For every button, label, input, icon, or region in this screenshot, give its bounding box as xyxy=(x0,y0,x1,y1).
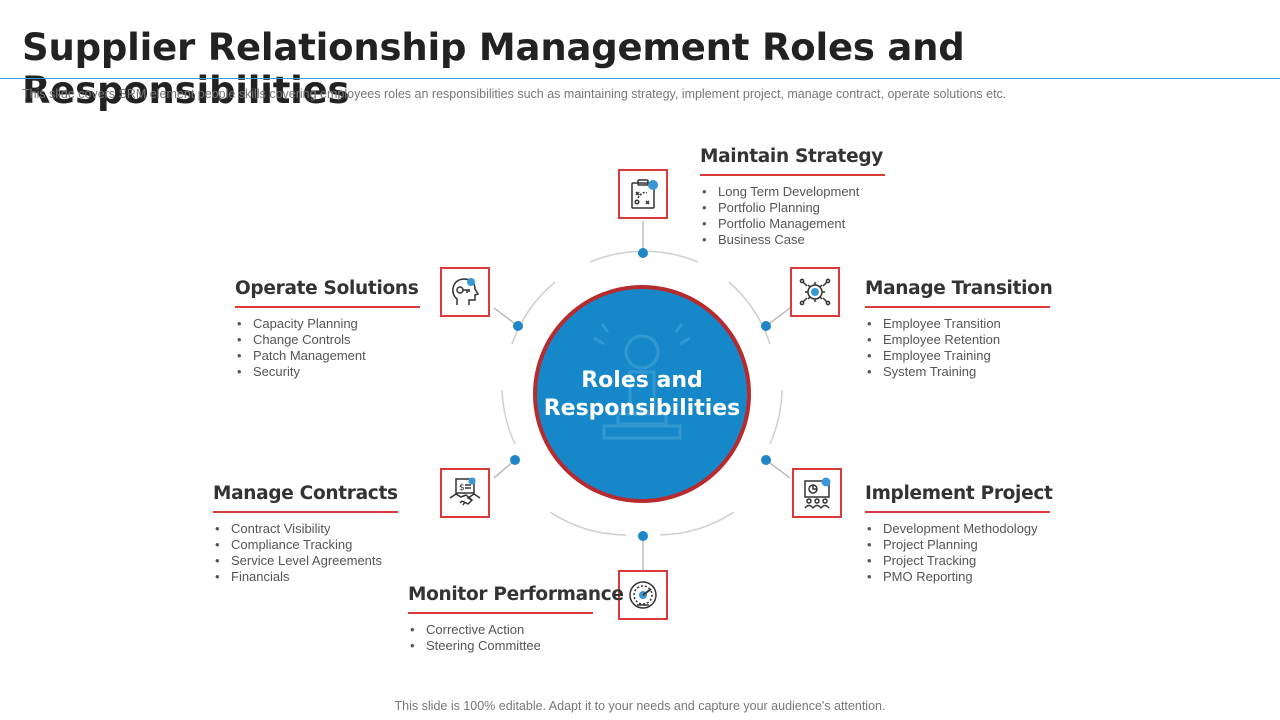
role-item: Financials xyxy=(213,569,413,585)
role-item-list: Employee Transition Employee Retention E… xyxy=(865,316,1065,380)
page-title: Supplier Relationship Management Roles a… xyxy=(22,26,965,112)
role-item-list: Capacity Planning Change Controls Patch … xyxy=(235,316,435,380)
ring-arc xyxy=(659,511,735,536)
role-item: PMO Reporting xyxy=(865,569,1065,585)
ring-arc xyxy=(549,511,627,536)
role-item: Change Controls xyxy=(235,332,435,348)
role-item: Security xyxy=(235,364,435,380)
title-divider xyxy=(0,78,1280,79)
head-key-icon xyxy=(440,267,490,317)
ring-dot xyxy=(638,248,648,258)
role-title: Manage Contracts xyxy=(213,483,398,504)
ring-dot xyxy=(638,531,648,541)
role-item: Project Tracking xyxy=(865,553,1065,569)
role-implement-project: Implement Project Development Methodolog… xyxy=(865,483,1065,585)
role-manage-transition: Manage Transition Employee Transition Em… xyxy=(865,278,1065,380)
ring-dot xyxy=(513,321,523,331)
role-item-list: Corrective Action Steering Committee xyxy=(408,622,608,654)
ring-dot xyxy=(510,455,520,465)
ring-arc xyxy=(769,389,783,445)
hub-label-line-1: Roles and xyxy=(581,368,703,393)
role-item: Portfolio Planning xyxy=(700,200,900,216)
footer-note: This slide is 100% editable. Adapt it to… xyxy=(394,699,886,713)
role-item: Corrective Action xyxy=(408,622,608,638)
role-item: Employee Transition xyxy=(865,316,1065,332)
role-title-underline xyxy=(865,511,1050,513)
role-item: Steering Committee xyxy=(408,638,608,654)
role-item: System Training xyxy=(865,364,1065,380)
role-monitor-performance: Monitor Performance Corrective Action St… xyxy=(408,584,624,654)
presentation-team-icon xyxy=(792,468,842,518)
hub-label-line-2: Responsibilities xyxy=(543,396,741,421)
page-subtitle: This slide covers SRM element people ski… xyxy=(22,87,1007,101)
hub-label: Roles and Responsibilities xyxy=(535,367,749,423)
role-title: Monitor Performance xyxy=(408,584,624,605)
role-item-list: Long Term Development Portfolio Planning… xyxy=(700,184,900,248)
role-item: Portfolio Management xyxy=(700,216,900,232)
ring-arc xyxy=(501,389,516,445)
role-title-underline xyxy=(865,306,1050,308)
role-title: Maintain Strategy xyxy=(700,146,884,167)
role-operate-solutions: Operate Solutions Capacity Planning Chan… xyxy=(235,278,435,380)
role-item: Service Level Agreements xyxy=(213,553,413,569)
handshake-contract-icon: $ xyxy=(440,468,490,518)
strategy-clipboard-icon xyxy=(618,169,668,219)
role-title-underline xyxy=(700,174,885,176)
ring-arc xyxy=(728,281,771,345)
award-person-icon xyxy=(593,323,691,440)
svg-text:$: $ xyxy=(459,483,465,493)
role-manage-contracts: Manage Contracts Contract Visibility Com… xyxy=(213,483,413,585)
role-item: Long Term Development xyxy=(700,184,900,200)
role-item: Development Methodology xyxy=(865,521,1065,537)
role-title-underline xyxy=(213,511,398,513)
gear-network-icon xyxy=(790,267,840,317)
role-item: Project Planning xyxy=(865,537,1065,553)
role-title: Implement Project xyxy=(865,483,1053,504)
role-item: Capacity Planning xyxy=(235,316,435,332)
role-item: Patch Management xyxy=(235,348,435,364)
ring-dot xyxy=(761,455,771,465)
role-item-list: Contract Visibility Compliance Tracking … xyxy=(213,521,413,585)
role-item: Business Case xyxy=(700,232,900,248)
role-item: Compliance Tracking xyxy=(213,537,413,553)
ring-dot xyxy=(761,321,771,331)
hub-circle xyxy=(533,285,751,503)
role-title: Operate Solutions xyxy=(235,278,419,299)
role-item: Employee Training xyxy=(865,348,1065,364)
ring-dots xyxy=(510,248,771,541)
role-item: Employee Retention xyxy=(865,332,1065,348)
role-item-list: Development Methodology Project Planning… xyxy=(865,521,1065,585)
gauge-dial-icon xyxy=(618,570,668,620)
role-item: Contract Visibility xyxy=(213,521,413,537)
ring-arc xyxy=(511,281,556,345)
role-maintain-strategy: Maintain Strategy Long Term Development … xyxy=(700,146,900,248)
role-title-underline xyxy=(408,612,593,614)
role-title-underline xyxy=(235,306,420,308)
role-title: Manage Transition xyxy=(865,278,1053,299)
